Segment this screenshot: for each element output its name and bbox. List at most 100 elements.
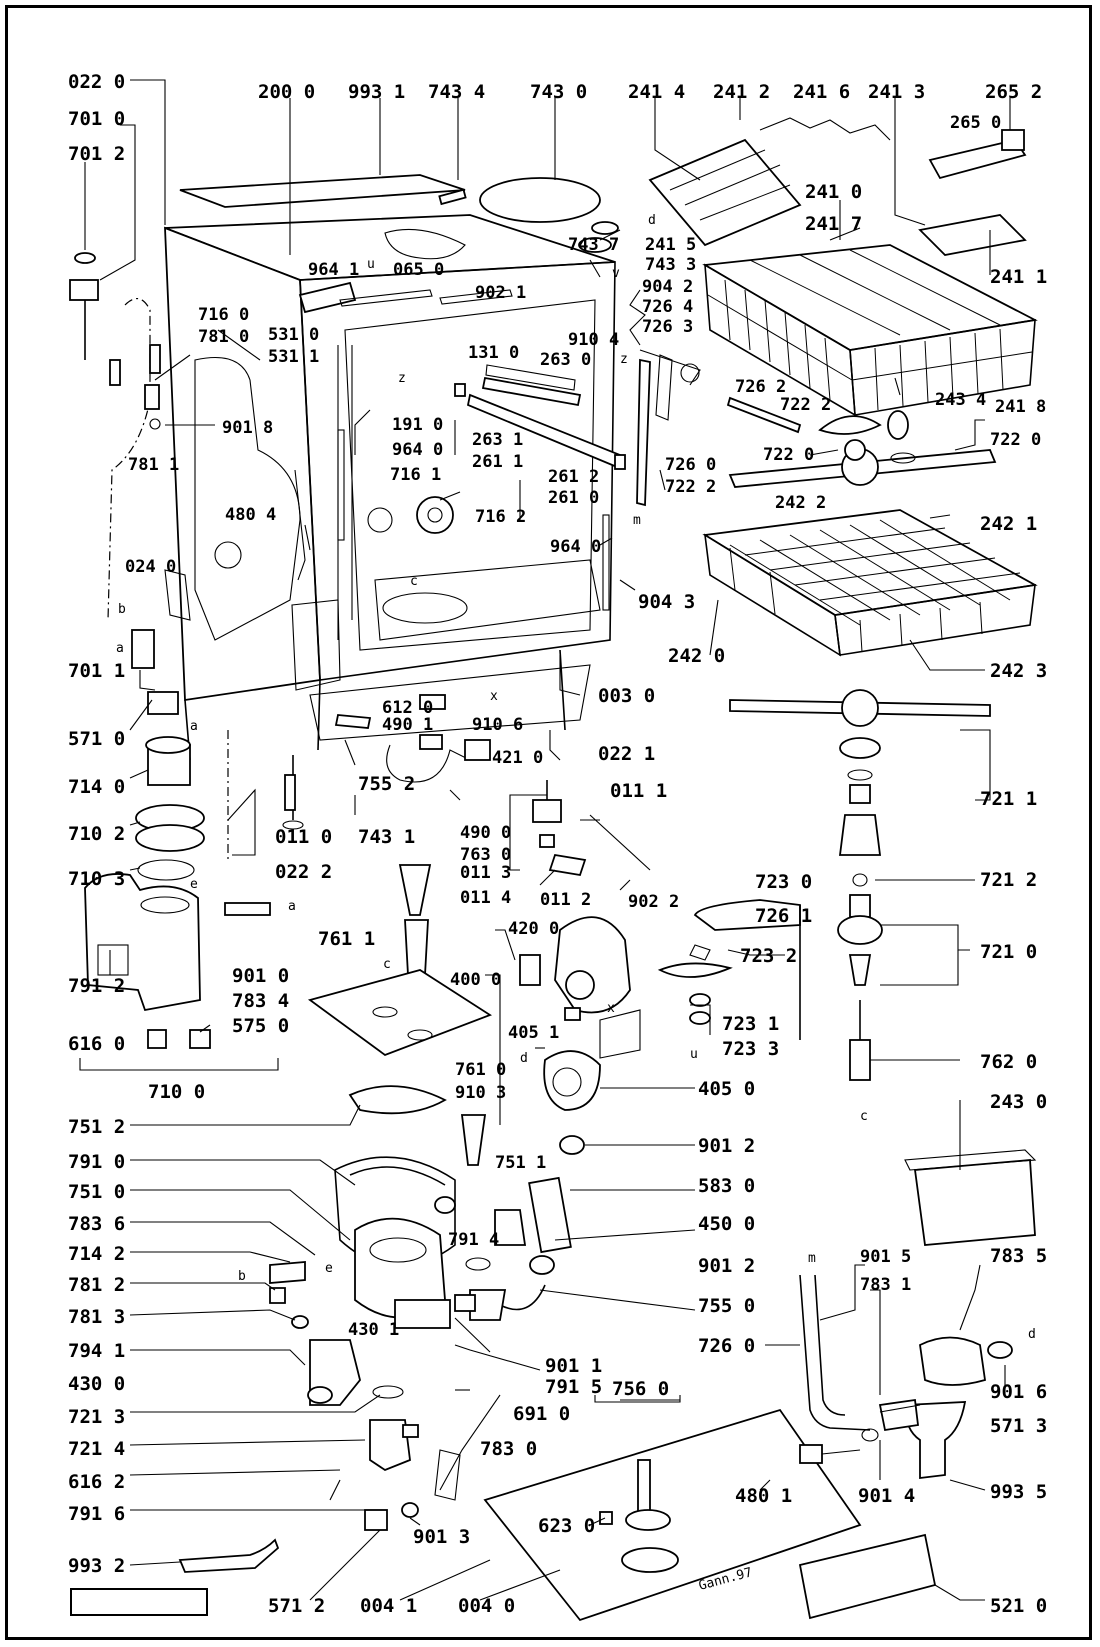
marker-c: c [860, 1109, 868, 1124]
top-cover-strip [179, 174, 466, 208]
callout-571-0: 571 0 [68, 728, 125, 750]
callout-616-0: 616 0 [68, 1033, 125, 1055]
callout-751-1: 751 1 [495, 1153, 546, 1173]
base-plate [483, 1408, 862, 1622]
tub-cabinet [164, 214, 616, 761]
callout-263-0: 263 0 [540, 350, 591, 370]
callout-265-2: 265 2 [985, 81, 1042, 103]
callout-783-4: 783 4 [232, 990, 289, 1012]
callout-751-2: 751 2 [68, 1116, 125, 1138]
callout-721-0: 721 0 [980, 941, 1037, 963]
callout-722-0: 722 0 [990, 430, 1041, 450]
marker-x: x [607, 1001, 615, 1016]
callout-200-0: 200 0 [258, 81, 315, 103]
callout-761-0: 761 0 [455, 1060, 506, 1080]
upper-basket [702, 244, 1038, 351]
callout-011-2: 011 2 [540, 890, 591, 910]
callout-241-4: 241 4 [628, 81, 685, 103]
callout-241-7: 241 7 [805, 213, 862, 235]
callout-714-0: 714 0 [68, 776, 125, 798]
callout-024-0: 024 0 [125, 557, 176, 577]
callout-011-4: 011 4 [460, 888, 511, 908]
callout-993-2: 993 2 [68, 1555, 125, 1577]
callout-743-1: 743 1 [358, 826, 415, 848]
callout-726-0: 726 0 [665, 455, 716, 475]
callout-794-1: 794 1 [68, 1340, 125, 1362]
callout-762-0: 762 0 [980, 1051, 1037, 1073]
callout-781-3: 781 3 [68, 1306, 125, 1328]
callout-241-3: 241 3 [868, 81, 925, 103]
callout-783-6: 783 6 [68, 1213, 125, 1235]
callout-575-0: 575 0 [232, 1015, 289, 1037]
marker-m: m [633, 513, 641, 528]
callout-964-0: 964 0 [392, 440, 443, 460]
callout-743-7: 743 7 [568, 235, 619, 255]
callout-242-0: 242 0 [668, 645, 725, 667]
callout-721-2: 721 2 [980, 869, 1037, 891]
callout-450-0: 450 0 [698, 1213, 755, 1235]
callout-065-0: 065 0 [393, 260, 444, 280]
callout-722-2: 722 2 [780, 395, 831, 415]
letter-markers: u d v z z c m b a a x e a c x d u c b e … [116, 213, 1036, 1342]
callout-405-1: 405 1 [508, 1023, 559, 1043]
callout-243-4: 243 4 [935, 390, 986, 410]
callout-714-2: 714 2 [68, 1243, 125, 1265]
callout-743-0: 743 0 [530, 81, 587, 103]
callout-901-1: 901 1 [545, 1355, 602, 1377]
callout-910-4: 910 4 [568, 330, 619, 350]
part-drawings [69, 117, 1038, 1622]
callout-726-1: 726 1 [755, 905, 812, 927]
marker-d: d [1028, 1327, 1036, 1342]
callout-910-3: 910 3 [455, 1083, 506, 1103]
callout-612-0: 612 0 [382, 698, 433, 718]
callout-241-1: 241 1 [990, 266, 1047, 288]
marker-d: d [648, 213, 656, 228]
callout-791-4: 791 4 [448, 1230, 499, 1250]
callout-011-3: 011 3 [460, 863, 511, 883]
marker-x: x [490, 689, 498, 704]
callout-902-1: 902 1 [475, 283, 526, 303]
callout-993-1: 993 1 [348, 81, 405, 103]
detergent-dispenser [913, 1159, 1036, 1246]
callout-242-1: 242 1 [980, 513, 1037, 535]
callout-723-2: 723 2 [740, 945, 797, 967]
callout-405-0: 405 0 [698, 1078, 755, 1100]
marker-z: z [620, 352, 628, 367]
callout-241-5: 241 5 [645, 235, 696, 255]
callout-710-3: 710 3 [68, 868, 125, 890]
callout-521-0: 521 0 [990, 1595, 1047, 1617]
marker-c: c [410, 574, 418, 589]
callout-003-0: 003 0 [598, 685, 655, 707]
callout-261-0: 261 0 [548, 488, 599, 508]
callout-751-0: 751 0 [68, 1181, 125, 1203]
callout-531-0: 531 0 [268, 325, 319, 345]
marker-a: a [116, 641, 124, 656]
callout-723-3: 723 3 [722, 1038, 779, 1060]
control-panel [798, 1533, 937, 1620]
filter-plate [307, 969, 492, 1057]
callout-421-0: 421 0 [492, 748, 543, 768]
callout-721-3: 721 3 [68, 1406, 125, 1428]
callout-490-1: 490 1 [382, 715, 433, 735]
callout-716-0: 716 0 [198, 305, 249, 325]
spray-arm-cover [479, 177, 601, 223]
callout-781-2: 781 2 [68, 1274, 125, 1296]
callout-726-2: 726 2 [735, 377, 786, 397]
callout-904-3: 904 3 [638, 591, 695, 613]
callout-701-1: 701 1 [68, 660, 125, 682]
callout-571-3: 571 3 [990, 1415, 1047, 1437]
callout-480-4: 480 4 [225, 505, 276, 525]
callout-261-1: 261 1 [472, 452, 523, 472]
callout-755-0: 755 0 [698, 1295, 755, 1317]
callout-583-0: 583 0 [698, 1175, 755, 1197]
callout-430-1: 430 1 [348, 1320, 399, 1340]
callout-781-0: 781 0 [198, 327, 249, 347]
callout-490-0: 490 0 [460, 823, 511, 843]
marker-b: b [118, 602, 126, 617]
callout-726-0: 726 0 [698, 1335, 755, 1357]
callout-791-0: 791 0 [68, 1151, 125, 1173]
callout-400-0: 400 0 [450, 970, 501, 990]
callout-623-0: 623 0 [538, 1515, 595, 1537]
callout-691-0: 691 0 [513, 1403, 570, 1425]
